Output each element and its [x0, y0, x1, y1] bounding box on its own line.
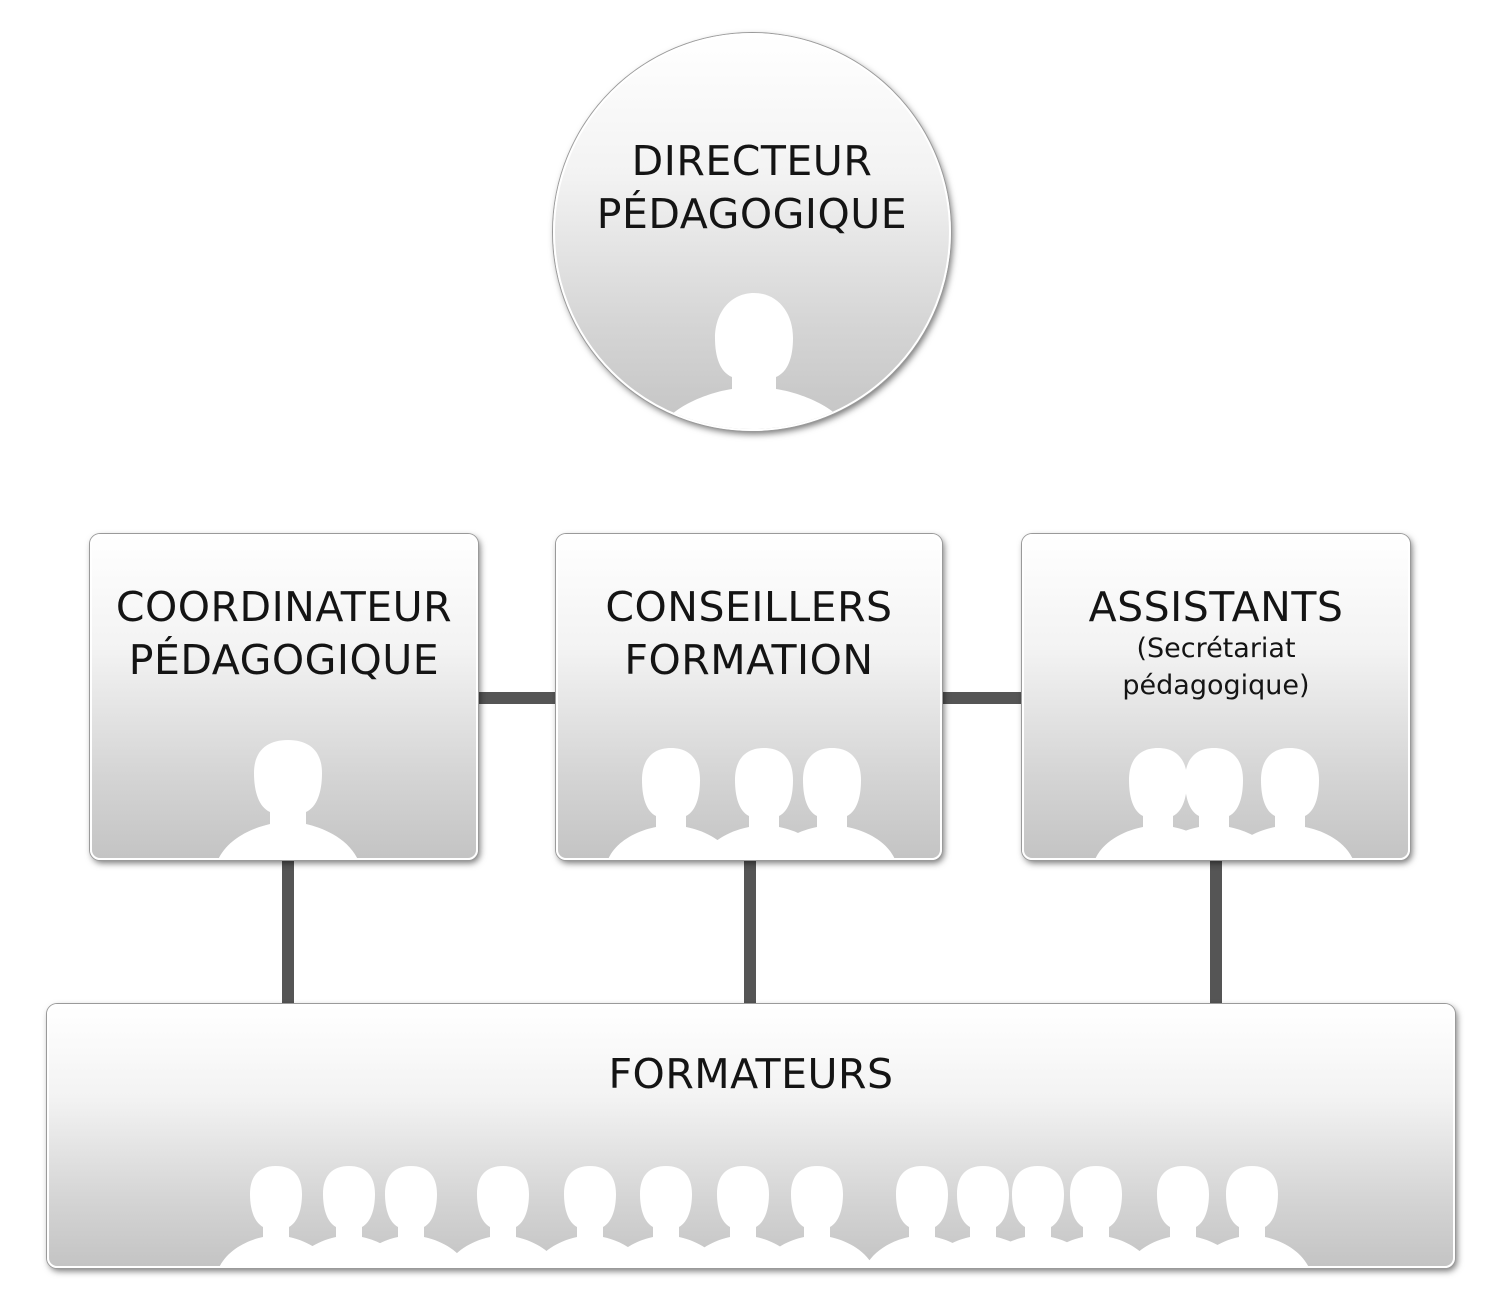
trainer-silhouette-icon — [534, 1166, 646, 1266]
trainer-silhouette-icon — [355, 1166, 467, 1266]
trainer-silhouette-icon — [610, 1166, 722, 1266]
trainer-silhouette-icon — [447, 1166, 559, 1266]
people-group-icon — [1095, 748, 1353, 858]
trainer-silhouette-icon — [982, 1166, 1094, 1266]
coordinator-node: COORDINATEUR PÉDAGOGIQUE — [90, 534, 478, 860]
connector-assistants-trainers — [1210, 858, 1222, 1004]
advisors-node: CONSEILLERS FORMATION — [556, 534, 942, 860]
trainer-silhouette-icon — [927, 1166, 1039, 1266]
people-group-icon — [608, 748, 895, 858]
assistants-title-line1: ASSISTANTS — [1088, 583, 1344, 631]
coordinator-title-line1: COORDINATEUR — [115, 583, 453, 631]
connector-coordinator-trainers — [282, 858, 294, 1004]
connector-advisors-trainers — [744, 858, 756, 1004]
director-node: DIRECTEUR PÉDAGOGIQUE — [553, 33, 951, 431]
trainer-silhouette-icon — [1040, 1166, 1152, 1266]
director-title-line1: DIRECTEUR — [631, 137, 873, 185]
person-silhouette-icon — [219, 740, 357, 858]
connector-coordinator-advisors — [478, 692, 556, 704]
trainers-title: FORMATEURS — [608, 1050, 894, 1098]
director-title-line2: PÉDAGOGIQUE — [596, 190, 908, 238]
people-group-icon — [220, 1166, 1308, 1266]
trainer-silhouette-icon — [293, 1166, 405, 1266]
trainers-node: FORMATEURS — [47, 1004, 1455, 1268]
person-silhouette-icon — [659, 293, 849, 429]
assistants-subtitle-line1: (Secrétariat — [1136, 633, 1296, 664]
coordinator-title-line2: PÉDAGOGIQUE — [128, 636, 440, 684]
trainer-silhouette-icon — [1196, 1166, 1308, 1266]
trainer-silhouette-icon — [1127, 1166, 1239, 1266]
assistants-subtitle-line2: pédagogique) — [1122, 670, 1310, 701]
advisors-title-line1: CONSEILLERS — [605, 583, 893, 631]
trainer-silhouette-icon — [220, 1166, 332, 1266]
trainer-silhouette-icon — [866, 1166, 978, 1266]
trainer-silhouette-icon — [687, 1166, 799, 1266]
assistants-node: ASSISTANTS (Secrétariat pédagogique) — [1022, 534, 1410, 860]
advisors-title-line2: FORMATION — [624, 636, 874, 684]
connector-advisors-assistants — [942, 692, 1022, 704]
trainer-silhouette-icon — [761, 1166, 873, 1266]
